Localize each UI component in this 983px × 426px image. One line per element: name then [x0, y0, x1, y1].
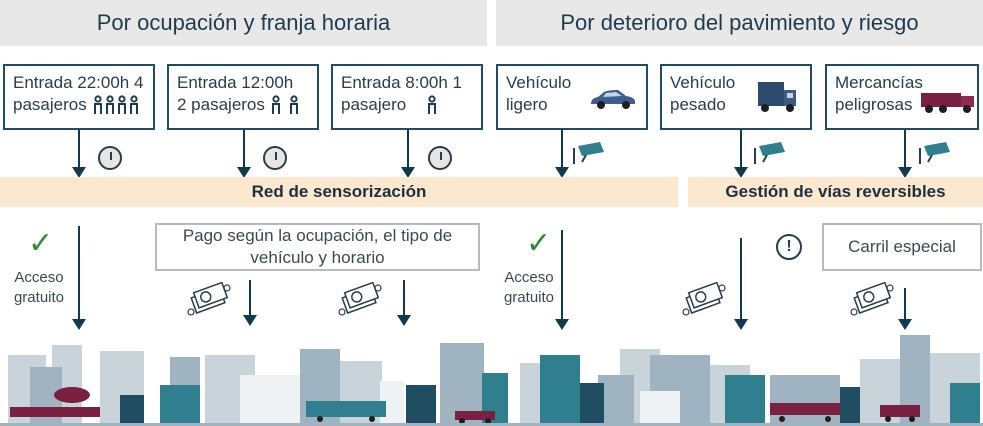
- arrow-card2-band: [237, 130, 251, 178]
- arrow-free-access-2: [555, 230, 569, 330]
- arrow-special-lane: [898, 288, 912, 330]
- card-entry-8h-line1: Entrada 8:00h 1: [341, 73, 462, 92]
- check-icon: ✓: [28, 227, 54, 260]
- special-lane-box: Carril especial: [822, 223, 982, 271]
- card-dangerous-goods-line1: Mercancías: [835, 73, 923, 92]
- payment-box: Pago según la ocupación, el tipo de vehí…: [155, 223, 480, 271]
- card-heavy-vehicle: Vehículo pesado: [660, 64, 812, 130]
- free-access-note-1-line2: gratuito: [13, 289, 65, 306]
- arrow-payment-2: [397, 280, 411, 326]
- tanker-truck-icon: [921, 93, 974, 113]
- truck-icon: [758, 82, 796, 112]
- camera-icon: [919, 142, 950, 164]
- camera-icon: [573, 142, 604, 164]
- free-access-note-2: Acceso gratuito: [496, 268, 562, 308]
- arrow-payment-1: [243, 280, 257, 326]
- card-entry-8h-line2: pasajero: [341, 95, 407, 114]
- card-entry-8h: Entrada 8:00h 1 pasajero: [331, 64, 483, 130]
- warning-icon: !: [776, 234, 802, 260]
- arrow-card4-band: [555, 130, 569, 178]
- card-entry-22h-line2: pasajeros: [13, 95, 87, 114]
- card-dangerous-goods-line2: peligrosas: [835, 95, 913, 114]
- clock-icon: [263, 146, 287, 170]
- card-entry-12h-line1: Entrada 12:00h: [177, 73, 294, 92]
- clock-icon: [98, 146, 122, 170]
- card-light-vehicle-line2: ligero: [506, 95, 548, 114]
- check-icon: ✓: [526, 227, 552, 260]
- arrow-card1-band: [72, 130, 86, 178]
- band-sensor-network: Red de sensorización: [0, 177, 678, 207]
- camera-icon: [754, 142, 785, 164]
- arrow-heavy-vehicle: [734, 238, 748, 330]
- arrow-card3-band: [401, 130, 415, 178]
- arrow-card5-band: [734, 130, 748, 178]
- header-pavement: Por deterioro del pavimiento y riesgo: [496, 0, 983, 46]
- one-passenger-icon: [428, 95, 437, 114]
- card-entry-12h: Entrada 12:00h 2 pasajeros: [167, 64, 319, 130]
- four-passengers-icon: [93, 95, 138, 114]
- band-reversible-lanes-label: Gestión de vías reversibles: [725, 182, 946, 201]
- card-entry-12h-line2: 2 pasajeros: [177, 95, 265, 114]
- clock-icon: [428, 146, 452, 170]
- special-lane-text: Carril especial: [848, 237, 956, 256]
- header-occupancy: Por ocupación y franja horaria: [0, 0, 487, 46]
- euro-ticket-icon: [338, 282, 382, 316]
- arrow-card6-band: [898, 130, 912, 178]
- header-occupancy-title: Por ocupación y franja horaria: [96, 10, 391, 35]
- card-entry-22h-line1: Entrada 22:00h 4: [13, 73, 144, 92]
- band-reversible-lanes: Gestión de vías reversibles: [688, 177, 983, 207]
- band-sensor-network-label: Red de sensorización: [251, 182, 427, 201]
- warning-icon-symbol: !: [786, 238, 792, 255]
- euro-ticket-icon: [682, 282, 726, 316]
- card-heavy-vehicle-line1: Vehículo: [670, 73, 736, 92]
- free-access-note-2-line1: Acceso: [504, 269, 554, 286]
- card-entry-22h: Entrada 22:00h 4 pasajeros: [3, 64, 155, 130]
- free-access-note-1: Acceso gratuito: [6, 268, 72, 308]
- payment-box-text: Pago según la ocupación, el tipo de vehí…: [182, 226, 453, 267]
- euro-ticket-icon: [850, 282, 894, 316]
- car-icon: [591, 90, 635, 109]
- euro-ticket-icon: [187, 282, 231, 316]
- free-access-note-2-line2: gratuito: [503, 289, 555, 306]
- card-heavy-vehicle-line2: pesado: [670, 95, 726, 114]
- card-light-vehicle: Vehículo ligero: [496, 64, 648, 130]
- card-dangerous-goods: Mercancías peligrosas: [825, 64, 979, 130]
- header-pavement-title: Por deterioro del pavimiento y riesgo: [560, 10, 919, 35]
- two-passengers-icon: [271, 95, 298, 114]
- free-access-note-1-line1: Acceso: [14, 269, 64, 286]
- card-light-vehicle-line1: Vehículo: [506, 73, 572, 92]
- arrow-free-access-1: [72, 226, 86, 330]
- city-skyline-illustration: [0, 335, 983, 426]
